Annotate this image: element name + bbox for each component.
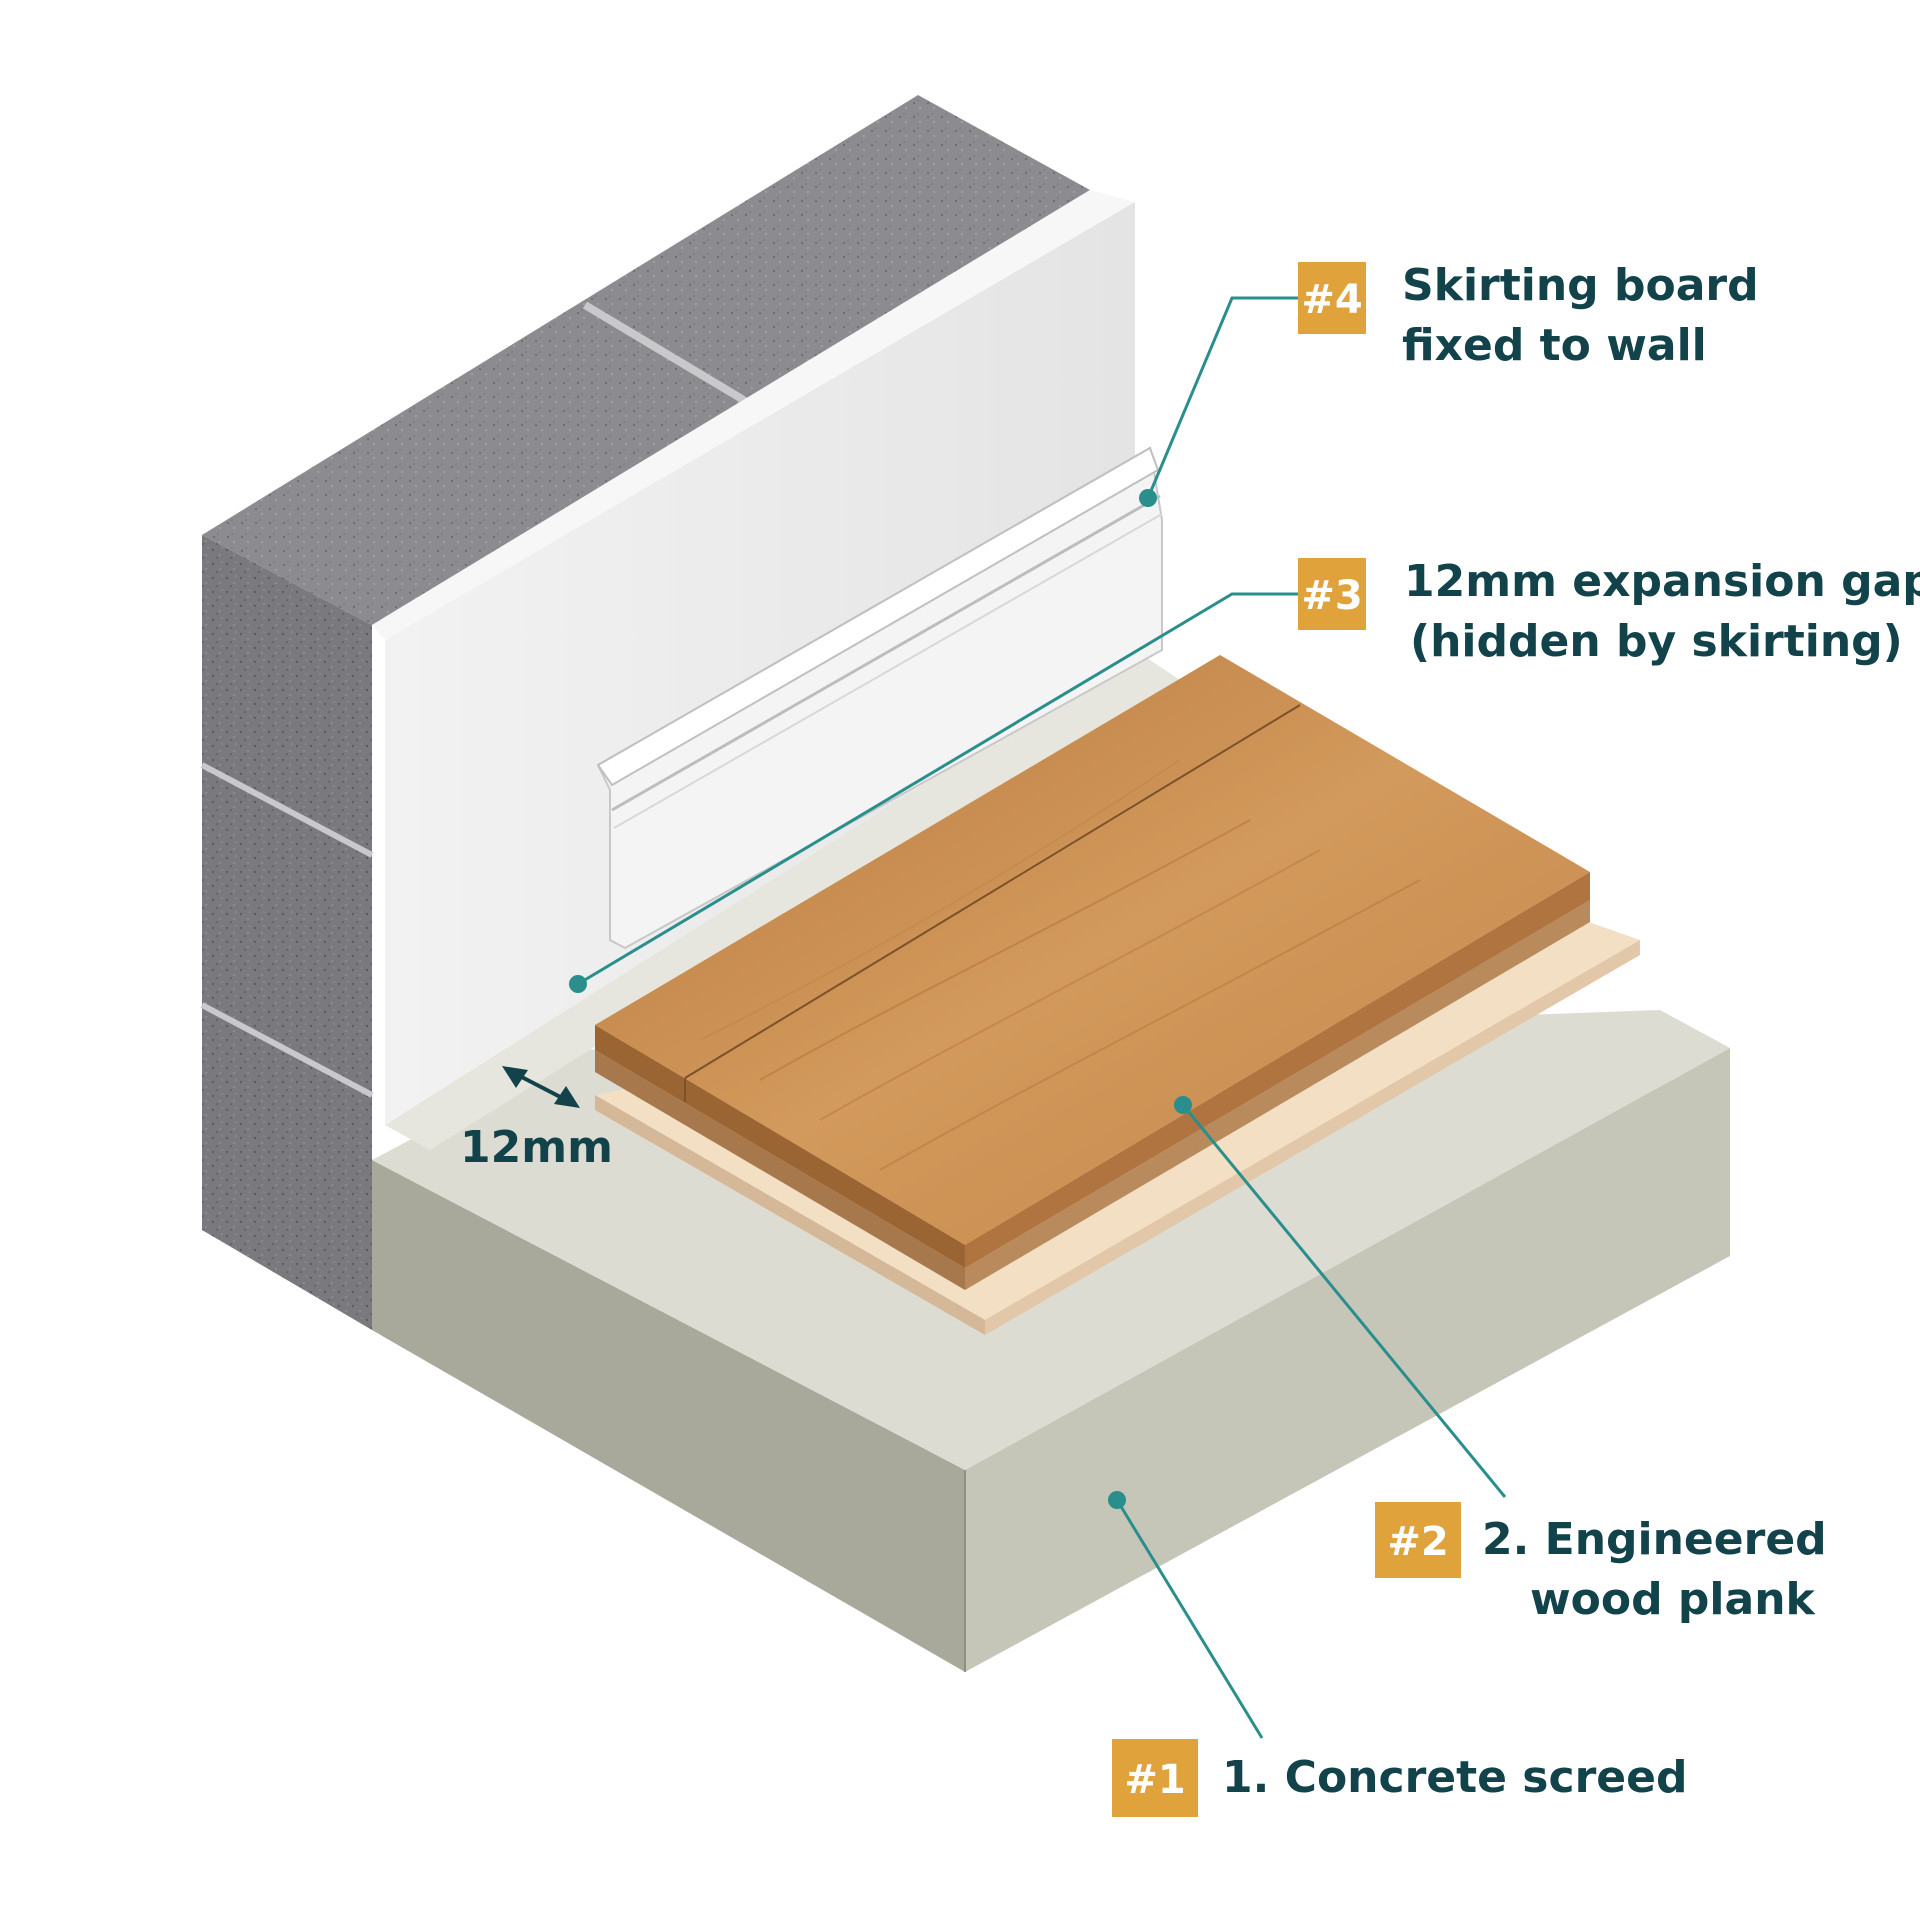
callout-4-line-2: fixed to wall xyxy=(1402,320,1707,371)
anchor-dot-4 xyxy=(1139,489,1157,507)
block-wall-top-face xyxy=(202,95,1090,625)
plank-core-right xyxy=(965,900,1590,1290)
concrete-screed-right-face xyxy=(965,1048,1730,1672)
badge-3-text: #3 xyxy=(1301,573,1362,619)
concrete-screed-front-face xyxy=(372,1160,965,1672)
plank-core-left xyxy=(595,1050,965,1290)
callout-expansion-gap: #3 12mm expansion gap (hidden by skirtin… xyxy=(1298,556,1920,667)
plank-right-edge xyxy=(965,872,1590,1268)
block-wall-left-face xyxy=(202,535,372,1330)
badge-2-text: #2 xyxy=(1387,1519,1448,1565)
leader-line-4 xyxy=(1146,296,1300,499)
engineered-wood-plank xyxy=(595,655,1590,1290)
plaster-wall-face xyxy=(385,202,1135,1125)
anchor-dot-1 xyxy=(1108,1491,1126,1509)
gap-arrow-right-head xyxy=(554,1086,580,1108)
badge-1 xyxy=(1112,1739,1198,1817)
leader-line-3 xyxy=(577,592,1300,986)
callout-1-line-1: 1. Concrete screed xyxy=(1222,1752,1687,1803)
floor-strip xyxy=(385,650,1180,1150)
plank-front-edge xyxy=(595,1025,965,1268)
callout-engineered-wood: #2 2. Engineered wood plank xyxy=(1375,1502,1827,1625)
plaster-wall-edge xyxy=(372,190,1135,640)
plaster-wall xyxy=(372,190,1180,1150)
callout-anchor-dots xyxy=(569,489,1192,1509)
underlay-edge xyxy=(595,1095,985,1335)
callout-concrete-screed: #1 1. Concrete screed xyxy=(1112,1739,1687,1817)
anchor-dot-2 xyxy=(1174,1096,1192,1114)
underlay-right-edge xyxy=(985,940,1640,1335)
gap-arrow-left-head xyxy=(502,1066,528,1088)
badge-3 xyxy=(1298,558,1366,630)
anchor-dot-3 xyxy=(569,975,587,993)
callout-3-line-2: (hidden by skirting) xyxy=(1410,616,1903,667)
callout-3-line-1: 12mm expansion gap xyxy=(1404,556,1920,607)
badge-4 xyxy=(1298,262,1366,334)
callout-leaders xyxy=(577,296,1507,1739)
block-wall xyxy=(200,95,1090,1330)
callout-2-line-2: wood plank xyxy=(1530,1574,1817,1625)
badge-2 xyxy=(1375,1502,1461,1578)
callout-2-line-1: 2. Engineered xyxy=(1482,1514,1827,1565)
badge-1-text: #1 xyxy=(1124,1757,1185,1803)
leader-line-1 xyxy=(1115,1499,1264,1739)
badge-4-text: #4 xyxy=(1301,277,1362,323)
plank-top-face xyxy=(595,655,1590,1245)
skirting-board xyxy=(596,446,1163,950)
leader-line-2 xyxy=(1181,1104,1507,1498)
callout-skirting-board: #4 Skirting board fixed to wall xyxy=(1298,260,1759,371)
gap-dimension-label: 12mm xyxy=(460,1122,613,1173)
callout-4-line-1: Skirting board xyxy=(1402,260,1759,311)
skirting-board-moulding xyxy=(596,446,1160,787)
gap-dimension: 12mm xyxy=(460,1066,613,1173)
